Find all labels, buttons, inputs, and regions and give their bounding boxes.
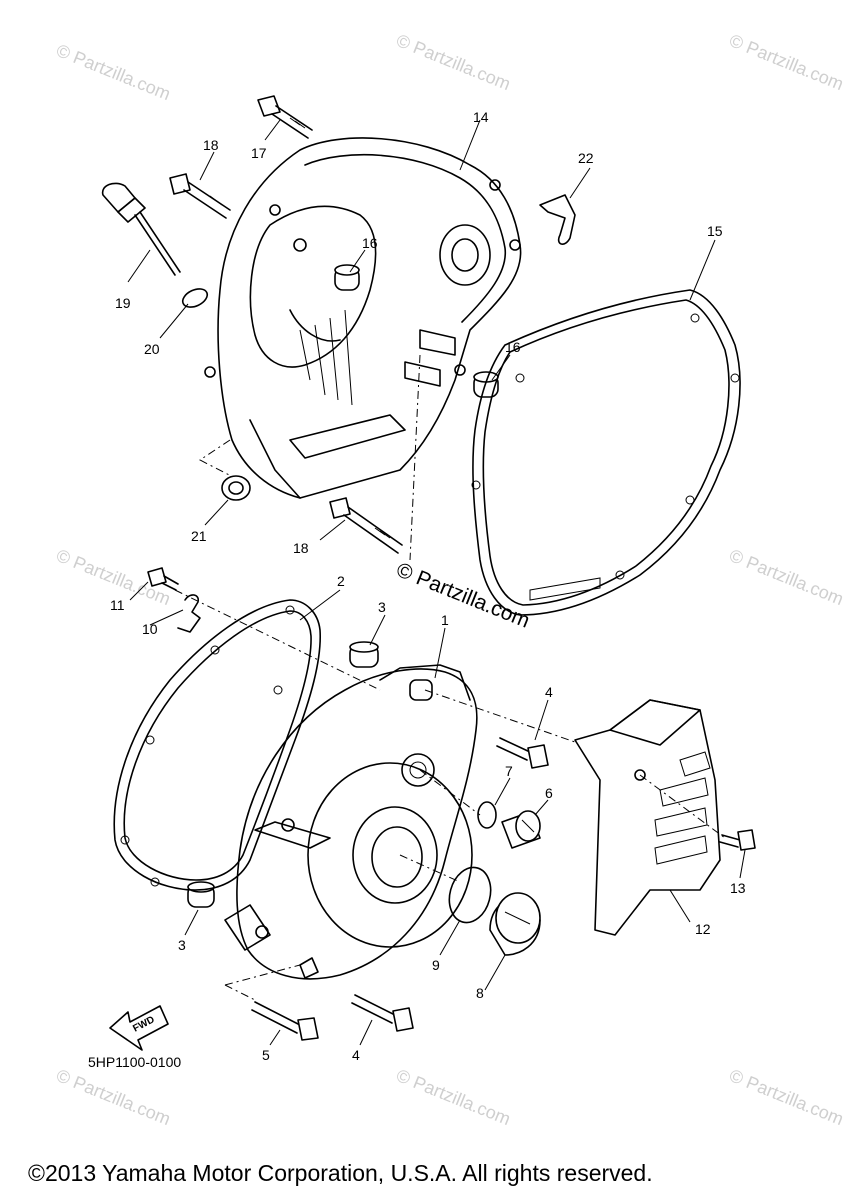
- callout-numbers: 14 18 17 22 16 15 19 20 16 21 18 2 11 3 …: [110, 109, 746, 1063]
- callout-16-right: 16: [505, 339, 521, 355]
- dowel-pin-16-upper: [334, 264, 360, 291]
- callout-7: 7: [505, 763, 513, 779]
- watermark-mid-right: © Partzilla.com: [727, 545, 843, 609]
- plug-8: [489, 892, 541, 956]
- callout-lines-upper: [127, 119, 716, 541]
- callout-14: 14: [473, 109, 489, 125]
- callout-3-lower: 3: [178, 937, 186, 953]
- watermark-bottom-right: © Partzilla.com: [727, 1065, 843, 1129]
- watermark-top-center: © Partzilla.com: [394, 30, 514, 94]
- bolt-11: [147, 567, 179, 591]
- callout-4-lower: 4: [352, 1047, 360, 1063]
- callout-13: 13: [730, 880, 746, 896]
- dowel-pin-3-lower: [187, 881, 215, 908]
- bolt-17: [257, 95, 313, 139]
- bolt-18-upper: [169, 173, 231, 219]
- callout-20: 20: [144, 341, 160, 357]
- dipstick-19: [101, 182, 181, 276]
- callout-8: 8: [476, 985, 484, 1001]
- o-ring-9: [448, 866, 492, 924]
- gasket-15: [471, 289, 741, 616]
- callout-1: 1: [441, 612, 449, 628]
- dash-lines-lower: [174, 589, 726, 1001]
- gasket-2: [113, 599, 322, 891]
- bolt-5: [251, 1001, 319, 1041]
- bolt-4-upper: [496, 737, 549, 769]
- callout-6: 6: [545, 785, 553, 801]
- watermark-bottom-left: © Partzilla.com: [54, 1065, 174, 1129]
- clip-10: [177, 594, 201, 633]
- callout-lines-lower: [129, 581, 746, 1046]
- crankcase-cover-1: [224, 664, 478, 980]
- callout-22: 22: [578, 150, 594, 166]
- callout-2: 2: [337, 573, 345, 589]
- bolt-4-lower: [351, 994, 414, 1032]
- clamp-22: [539, 194, 576, 245]
- callout-10: 10: [142, 621, 158, 637]
- watermark-center: © Partzilla.com: [393, 558, 533, 632]
- watermark-bottom-center: © Partzilla.com: [394, 1065, 514, 1129]
- callout-12: 12: [695, 921, 711, 937]
- o-ring-7: [477, 801, 497, 829]
- plug-6: [501, 810, 541, 849]
- bolt-13: [719, 829, 756, 851]
- watermark-top-left: © Partzilla.com: [54, 40, 174, 104]
- callout-17: 17: [251, 145, 267, 161]
- callout-16-upper: 16: [362, 235, 378, 251]
- callout-18-upper: 18: [203, 137, 219, 153]
- callout-3-upper: 3: [378, 599, 386, 615]
- watermark-top-right: © Partzilla.com: [727, 30, 843, 94]
- callout-4-upper: 4: [545, 684, 553, 700]
- dowel-pin-3-upper: [349, 641, 379, 668]
- bolt-18-lower: [329, 497, 403, 554]
- copyright-footer: ©2013 Yamaha Motor Corporation, U.S.A. A…: [28, 1160, 653, 1186]
- fwd-arrow-icon: FWD: [109, 1005, 169, 1051]
- callout-11: 11: [110, 597, 125, 613]
- callout-15: 15: [707, 223, 723, 239]
- callout-19: 19: [115, 295, 131, 311]
- diagram-code: 5HP1100-0100: [88, 1054, 181, 1070]
- callout-5: 5: [262, 1047, 270, 1063]
- callout-21: 21: [191, 528, 207, 544]
- cover-12: [574, 699, 721, 936]
- crankcase-cover-14: [199, 137, 522, 561]
- callout-18-lower: 18: [293, 540, 309, 556]
- callout-9: 9: [432, 957, 440, 973]
- oil-seal-21: [221, 475, 251, 501]
- o-ring-20: [181, 288, 209, 308]
